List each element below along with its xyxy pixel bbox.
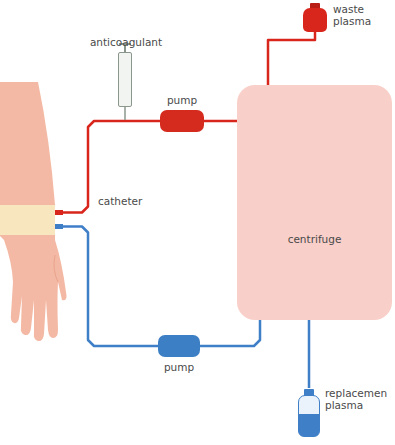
node-label: anticoagulant [78,36,174,48]
node-label: replacemen plasma [325,387,391,411]
tube-connector [124,107,126,120]
tube-connector [204,120,237,123]
node-label: pump [155,94,209,106]
node-label: centrifuge [237,233,392,245]
tube-connector [200,320,260,346]
tube-connector [55,227,158,347]
node-label: waste plasma [333,3,385,27]
pump: pump [158,335,200,357]
tube-connector [308,320,311,388]
tube-connector [55,121,160,213]
centrifuge-box: centrifuge [237,85,392,320]
tube-connector [268,32,315,85]
arm-shade [54,255,58,282]
waste-plasma-bag: waste plasma [303,8,327,32]
node-label: catheter [98,195,160,207]
node-label: pump [152,361,206,373]
pump: pump [160,110,204,132]
anticoagulant-syringe: anticoagulant [118,52,132,107]
catheter-band: catheter [0,205,55,235]
replacement-plasma-bag: replacemen plasma [298,395,320,437]
